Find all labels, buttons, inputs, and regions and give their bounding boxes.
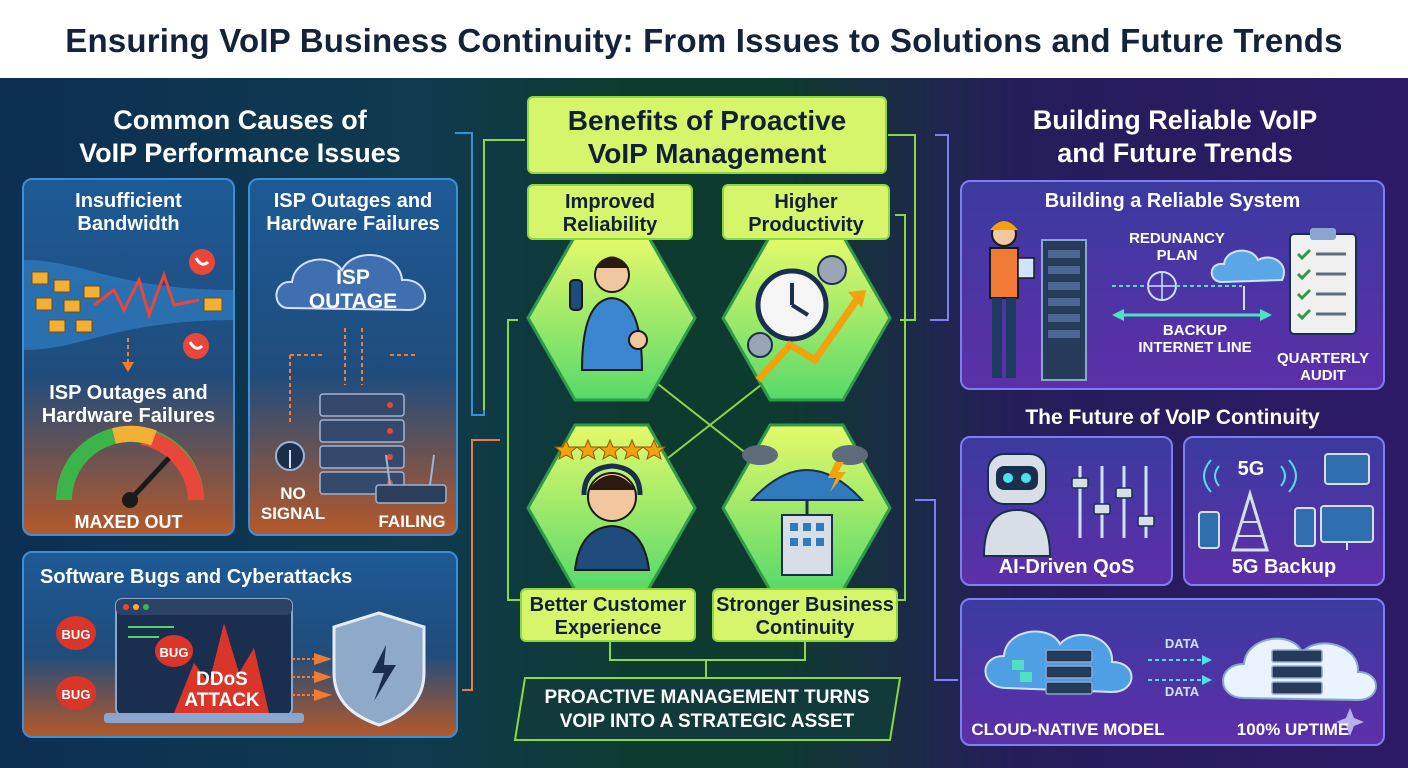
center-heading-box: Benefits of Proactive VoIP Management bbox=[527, 96, 887, 174]
center-heading: Benefits of Proactive VoIP Management bbox=[529, 104, 885, 170]
5g-illustration bbox=[1198, 453, 1374, 552]
benefit-productivity-line2: Productivity bbox=[748, 214, 864, 236]
bandwidth-subtitle-line1: ISP Outages and bbox=[49, 382, 208, 404]
uptime-label: 100% UPTIME bbox=[1236, 720, 1350, 739]
ai-illustration bbox=[982, 453, 1155, 557]
benefit-continuity-line2: Continuity bbox=[755, 617, 855, 639]
no-signal-line1: NO bbox=[280, 484, 306, 503]
backup-line1: BACKUP bbox=[1162, 322, 1228, 339]
page-title: Ensuring VoIP Business Continuity: From … bbox=[65, 22, 1343, 59]
bandwidth-card: Insufficient Bandwidth ISP Outages and H… bbox=[22, 178, 235, 536]
software-bugs-card: Software Bugs and Cyberattacks BUG BUG B… bbox=[22, 551, 458, 738]
quarterly-audit-label: QUARTERLY AUDIT bbox=[1268, 350, 1378, 384]
bandwidth-subtitle-line2: Hardware Failures bbox=[41, 405, 216, 427]
bug-label-1: BUG bbox=[61, 627, 91, 642]
backup-line-label: BACKUP INTERNET LINE bbox=[1120, 322, 1270, 356]
bandwidth-subtitle: ISP Outages and Hardware Failures bbox=[24, 382, 233, 428]
failing-label: FAILING bbox=[378, 512, 446, 531]
center-banner-line1: PROACTIVE MANAGEMENT TURNS bbox=[544, 687, 870, 708]
reliable-system-title: Building a Reliable System bbox=[1044, 190, 1301, 212]
no-signal-label: NO SIGNAL bbox=[258, 484, 328, 524]
benefit-productivity-label: Higher Productivity bbox=[724, 191, 888, 237]
audit-line2: AUDIT bbox=[1300, 367, 1346, 384]
center-banner: PROACTIVE MANAGEMENT TURNS VOIP INTO A S… bbox=[515, 686, 899, 734]
5g-icon: 5G bbox=[1237, 458, 1265, 480]
cloud-native-card: DATA DATA CLOUD-NATIVE MODEL 100% UPTIME bbox=[960, 598, 1385, 746]
benefit-customer-line1: Better Customer bbox=[529, 594, 687, 616]
benefit-productivity-line1: Higher bbox=[774, 191, 838, 213]
5g-backup-card: 5G 5G Backup bbox=[1183, 436, 1385, 586]
isp-card-title-line1: ISP Outages and bbox=[273, 190, 433, 212]
benefit-reliability: Improved Reliability bbox=[527, 184, 693, 240]
right-heading: Building Reliable VoIP and Future Trends bbox=[965, 104, 1385, 170]
bandwidth-title: Insufficient Bandwidth bbox=[24, 190, 233, 236]
benefit-reliability-line2: Reliability bbox=[562, 214, 658, 236]
reliable-system-illustration bbox=[989, 221, 1357, 381]
data-label-1: DATA bbox=[1164, 636, 1200, 651]
benefit-customer-label: Better Customer Experience bbox=[522, 594, 694, 640]
5g-backup-label: 5G Backup bbox=[1231, 556, 1337, 578]
ai-qos-card: AI-Driven QoS bbox=[960, 436, 1173, 586]
benefit-reliability-label: Improved Reliability bbox=[529, 191, 691, 237]
redundancy-line2: PLAN bbox=[1156, 247, 1198, 264]
benefit-reliability-line1: Improved bbox=[564, 191, 656, 213]
bandwidth-title-line2: Bandwidth bbox=[77, 213, 180, 235]
center-heading-line2: VoIP Management bbox=[587, 138, 827, 169]
left-heading-line2: VoIP Performance Issues bbox=[79, 138, 401, 168]
isp-card-title-line2: Hardware Failures bbox=[266, 213, 440, 235]
benefit-customer-line2: Experience bbox=[554, 617, 662, 639]
gauge-label: MAXED OUT bbox=[74, 512, 183, 532]
ddos-line2: ATTACK bbox=[184, 690, 260, 711]
bugs-card-title: Software Bugs and Cyberattacks bbox=[40, 566, 353, 588]
isp-card-title: ISP Outages and Hardware Failures bbox=[250, 190, 456, 236]
reliable-system-card: Building a Reliable System REDUNANCY PLA… bbox=[960, 180, 1385, 390]
redundancy-label: REDUNANCY PLAN bbox=[1122, 230, 1232, 264]
bandwidth-illustration bbox=[24, 249, 233, 508]
left-heading: Common Causes of VoIP Performance Issues bbox=[40, 104, 440, 170]
isp-cloud-line1: ISP bbox=[336, 266, 370, 289]
ddos-line1: DDoS bbox=[196, 669, 248, 690]
left-heading-line1: Common Causes of bbox=[113, 105, 367, 135]
benefit-business-continuity: Stronger Business Continuity bbox=[712, 588, 898, 642]
no-signal-line2: SIGNAL bbox=[260, 504, 326, 523]
isp-cloud-label: ISP OUTAGE bbox=[250, 266, 456, 314]
bug-label-2: BUG bbox=[61, 687, 91, 702]
ai-qos-label: AI-Driven QoS bbox=[998, 556, 1135, 578]
cloud-native-label: CLOUD-NATIVE MODEL bbox=[971, 720, 1165, 739]
bug-label-3: BUG bbox=[159, 645, 189, 660]
isp-outage-card: ISP Outages and Hardware Failures ISP OU… bbox=[248, 178, 458, 536]
future-title: The Future of VoIP Continuity bbox=[1025, 406, 1320, 429]
isp-illustration bbox=[275, 254, 447, 504]
title-bar: Ensuring VoIP Business Continuity: From … bbox=[0, 0, 1408, 78]
ddos-label: DDoS ATTACK bbox=[174, 669, 270, 711]
right-heading-line1: Building Reliable VoIP bbox=[1032, 105, 1318, 135]
bandwidth-title-line1: Insufficient bbox=[75, 190, 182, 212]
audit-line1: QUARTERLY bbox=[1277, 350, 1369, 367]
benefit-productivity: Higher Productivity bbox=[722, 184, 890, 240]
backup-line2: INTERNET LINE bbox=[1138, 339, 1252, 356]
redundancy-line1: REDUNANCY bbox=[1129, 230, 1225, 247]
data-label-2: DATA bbox=[1164, 684, 1200, 699]
benefit-continuity-label: Stronger Business Continuity bbox=[714, 594, 896, 640]
benefit-customer-experience: Better Customer Experience bbox=[520, 588, 696, 642]
isp-cloud-line2: OUTAGE bbox=[308, 290, 398, 313]
cloud-illustration bbox=[984, 630, 1377, 736]
center-heading-line1: Benefits of Proactive bbox=[567, 105, 847, 136]
right-heading-line2: and Future Trends bbox=[1057, 138, 1293, 168]
bugs-illustration bbox=[56, 598, 426, 727]
center-banner-line2: VOIP INTO A STRATEGIC ASSET bbox=[559, 711, 855, 732]
benefit-continuity-line1: Stronger Business bbox=[716, 594, 894, 616]
